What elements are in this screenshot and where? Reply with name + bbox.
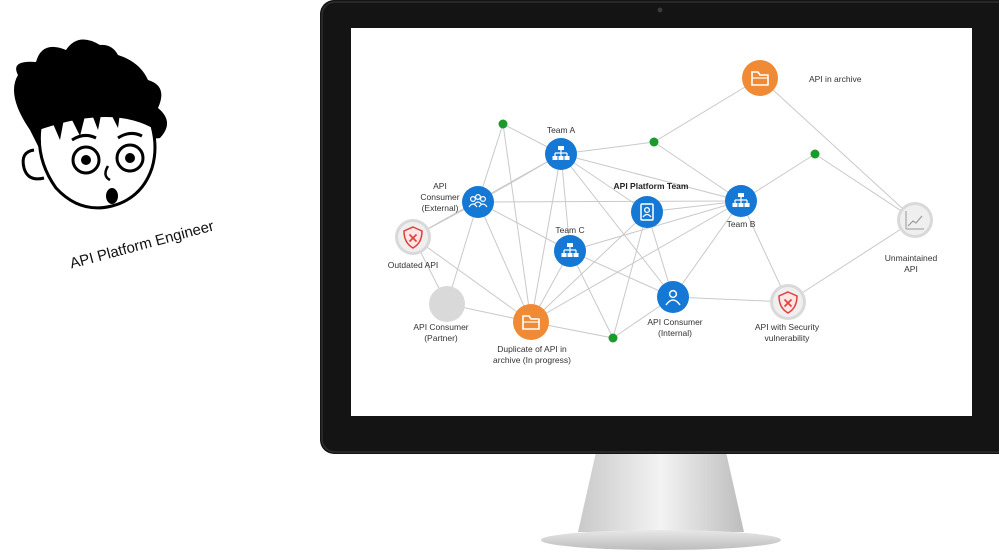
- node-archive: [742, 60, 778, 96]
- edge-platform-duplicate: [530, 211, 648, 323]
- edge-teamA-platform: [560, 153, 648, 213]
- label-api-in-archive: API in archive: [809, 74, 862, 84]
- edge-g2-teamB: [653, 141, 742, 202]
- label-api-consumer-internal: API Consumer (Internal): [647, 317, 703, 338]
- character-illustration: [14, 39, 168, 210]
- edge-teamA-teamB: [560, 153, 742, 202]
- shield-x-icon: [403, 226, 423, 249]
- edge-outdated-duplicate: [412, 236, 532, 323]
- edge-teamA-internal: [560, 153, 674, 298]
- node-internal: [657, 281, 689, 313]
- label-team-b: Team B: [726, 219, 756, 229]
- trend-chart-icon: [905, 211, 924, 230]
- label-team-c: Team C: [555, 225, 585, 235]
- node-g2: [649, 137, 659, 147]
- folder-icon: [522, 315, 540, 330]
- label-api-consumer-partner: API Consumer (Partner): [413, 322, 469, 343]
- org-chart-icon: [552, 146, 570, 160]
- label-api-platform-team: API Platform Team: [613, 181, 689, 191]
- node-partner: [429, 286, 465, 322]
- node-unmaint: [897, 202, 933, 238]
- network-diagram: [395, 60, 933, 343]
- edge-teamC-g4: [569, 250, 614, 339]
- edge-internal-security: [672, 296, 789, 303]
- edge-platform-g4: [612, 211, 648, 339]
- label-team-a: Team A: [546, 125, 576, 135]
- edge-g2-archive: [653, 77, 761, 143]
- node-duplicate: [513, 304, 549, 340]
- edge-archive-unmaint: [759, 77, 916, 221]
- edge-teamB-internal: [672, 200, 742, 298]
- monitor-stand: [578, 452, 744, 532]
- node-external: [462, 186, 494, 218]
- diagram-nodes: [395, 60, 933, 343]
- edge-teamB-duplicate: [530, 200, 742, 323]
- edge-teamA-teamC: [560, 153, 571, 252]
- edge-teamB-teamC: [569, 200, 742, 252]
- node-g3: [810, 149, 820, 159]
- monitor-screen: API in archive Team A API Platform Team …: [351, 28, 972, 416]
- webcam: [657, 7, 663, 13]
- edge-external-teamB: [477, 200, 742, 203]
- group-icon: [468, 193, 488, 208]
- edge-teamC-internal: [569, 250, 674, 298]
- node-g4: [608, 333, 618, 343]
- label-api-consumer-external: API Consumer (External): [420, 181, 460, 213]
- mouth: [106, 188, 118, 204]
- label-api-security-vuln: API with Security vulnerability: [754, 322, 820, 343]
- monitor-base: [541, 530, 781, 550]
- node-teamA: [545, 138, 577, 170]
- edge-security-unmaint: [787, 219, 916, 303]
- label-unmaintained-api: Unmaintained API: [884, 253, 938, 274]
- node-outdated: [395, 219, 431, 255]
- edge-g3-unmaint: [814, 153, 916, 221]
- edge-external-teamC: [477, 201, 571, 252]
- node-g1: [498, 119, 508, 129]
- folder-icon: [751, 71, 769, 86]
- label-outdated-api: Outdated API: [387, 260, 439, 270]
- contact-book-icon: [640, 203, 654, 221]
- node-security: [770, 284, 806, 320]
- person-icon: [665, 289, 681, 306]
- edge-external-duplicate: [477, 201, 532, 323]
- node-teamC: [554, 235, 586, 267]
- shield-x-icon: [778, 291, 798, 314]
- node-platform: [631, 196, 663, 228]
- edge-teamB-security: [740, 200, 789, 303]
- node-teamB: [725, 185, 757, 217]
- org-chart-icon: [732, 193, 750, 207]
- org-chart-icon: [561, 243, 579, 257]
- label-duplicate-api: Duplicate of API in archive (In progress…: [493, 344, 571, 365]
